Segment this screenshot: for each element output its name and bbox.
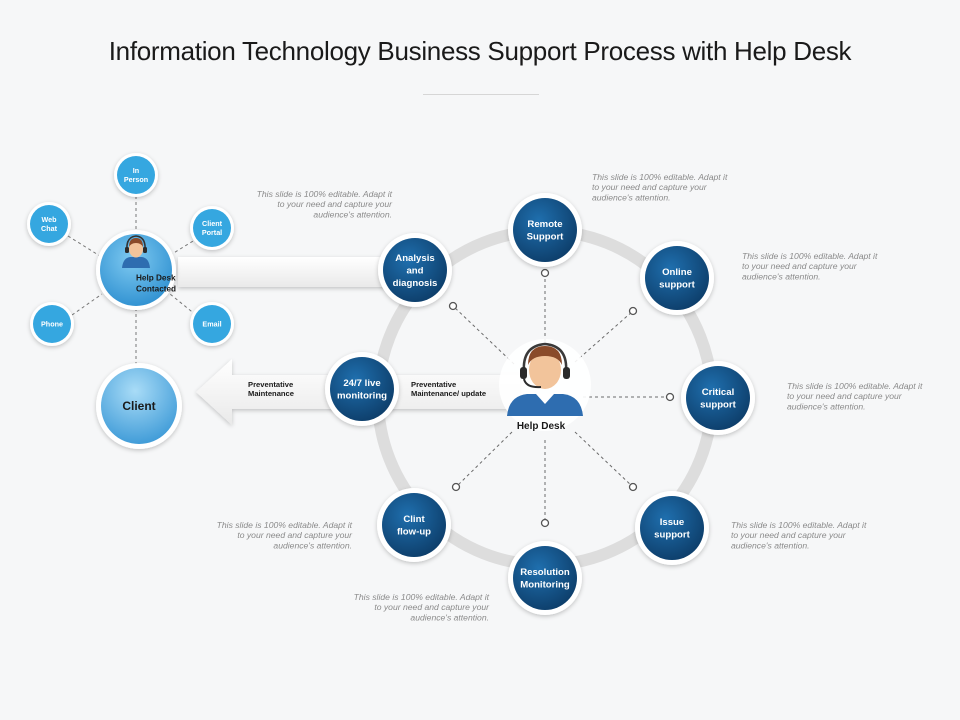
note-top-left-line-3: audience's attention. bbox=[313, 209, 392, 219]
note-right-issue-line-3: audience's attention. bbox=[731, 540, 810, 550]
note-right-issue: This slide is 100% editable. Adapt itto … bbox=[731, 520, 867, 550]
ring-node-clint-label-line-1: Clint bbox=[403, 514, 425, 525]
channel-in-person-label-line-1: In bbox=[133, 166, 139, 175]
note-top-center-line-2: to your need and capture your bbox=[592, 182, 708, 192]
channel-phone-label-line-1: Phone bbox=[41, 320, 63, 329]
ring-node-analysis-label-line-3: diagnosis bbox=[393, 278, 438, 289]
ring-node-analysis-label-line-2: and bbox=[406, 265, 423, 276]
spokes bbox=[452, 273, 670, 523]
spoke-endpoints bbox=[448, 268, 675, 528]
hub-label-line-1: Help Desk bbox=[136, 273, 176, 282]
channel-phone: Phone bbox=[30, 302, 74, 346]
note-bottom: This slide is 100% editable. Adapt itto … bbox=[354, 592, 490, 622]
note-left-clint-line-2: to your need and capture your bbox=[237, 530, 353, 540]
channel-in-person-label-line-2: Person bbox=[124, 175, 148, 184]
page-title: Information Technology Business Support … bbox=[108, 36, 852, 66]
help-desk-label: Help Desk bbox=[517, 421, 566, 432]
channel-web-chat-label-line-2: Chat bbox=[41, 224, 58, 233]
note-right-online-line-2: to your need and capture your bbox=[742, 261, 858, 271]
ring-node-critical-label-line-1: Critical bbox=[702, 387, 735, 398]
ring-node-monitoring-label-line-2: monitoring bbox=[337, 391, 387, 402]
channel-web-chat-label-line-1: Web bbox=[41, 215, 57, 224]
note-right-critical-line-1: This slide is 100% editable. Adapt it bbox=[787, 381, 923, 391]
ring-node-monitoring-label-line-1: 24/7 live bbox=[343, 378, 380, 389]
title-divider bbox=[423, 94, 539, 95]
note-right-critical-line-2: to your need and capture your bbox=[787, 391, 903, 401]
note-bottom-line-1: This slide is 100% editable. Adapt it bbox=[354, 592, 490, 602]
help-desk-person-icon bbox=[507, 342, 583, 416]
note-left-clint-line-3: audience's attention. bbox=[273, 540, 352, 550]
note-right-issue-line-2: to your need and capture your bbox=[731, 530, 847, 540]
note-bottom-line-2: to your need and capture your bbox=[374, 602, 490, 612]
ring-node-analysis-label-line-1: Analysis bbox=[395, 253, 434, 264]
ring-node-critical-label-line-2: support bbox=[700, 400, 737, 411]
note-top-center: This slide is 100% editable. Adapt itto … bbox=[592, 172, 728, 202]
ring-node-online-label-line-2: support bbox=[659, 280, 696, 291]
arrow-label-right-1: Preventative bbox=[411, 380, 456, 389]
note-top-center-line-1: This slide is 100% editable. Adapt it bbox=[592, 172, 728, 182]
help-desk-center: Help Desk bbox=[499, 339, 591, 432]
channel-client-portal-label-line-2: Portal bbox=[202, 228, 222, 237]
ring-node-online-label-line-1: Online bbox=[662, 267, 692, 278]
ring-node-clint: Clint flow-up bbox=[377, 488, 451, 562]
note-right-critical-line-3: audience's attention. bbox=[787, 401, 866, 411]
note-left-clint: This slide is 100% editable. Adapt itto … bbox=[217, 520, 353, 550]
note-left-clint-line-1: This slide is 100% editable. Adapt it bbox=[217, 520, 353, 530]
ring-node-issue-label-line-2: support bbox=[654, 530, 691, 541]
note-right-online-line-3: audience's attention. bbox=[742, 271, 821, 281]
note-top-left: This slide is 100% editable. Adapt itto … bbox=[257, 189, 393, 219]
note-right-critical: This slide is 100% editable. Adapt itto … bbox=[787, 381, 923, 411]
contact-links bbox=[67, 196, 199, 368]
arrow-label-left-2: Maintenance bbox=[248, 389, 294, 398]
note-top-left-line-2: to your need and capture your bbox=[277, 199, 393, 209]
ring-node-issue-label-line-1: Issue bbox=[660, 517, 685, 528]
channel-email: Email bbox=[190, 302, 234, 346]
ring-node-clint-label-line-2: flow-up bbox=[397, 527, 431, 538]
arrow-hub-to-analysis bbox=[178, 257, 392, 287]
client-node: Client bbox=[96, 363, 182, 449]
hub-label-line-2: Contacted bbox=[136, 284, 176, 293]
ring-node-remote-label-line-1: Remote bbox=[527, 219, 562, 230]
ring-node-issue: Issue support bbox=[635, 491, 709, 565]
client-label: Client bbox=[122, 399, 155, 413]
ring-node-critical: Critical support bbox=[681, 361, 755, 435]
ring-node-monitoring: 24/7 live monitoring bbox=[325, 352, 399, 426]
arrow-label-right-2: Maintenance/ update bbox=[411, 389, 486, 398]
channel-client-portal-label-line-1: Client bbox=[202, 219, 223, 228]
note-right-issue-line-1: This slide is 100% editable. Adapt it bbox=[731, 520, 867, 530]
ring-node-online: Online support bbox=[640, 241, 714, 315]
note-top-left-line-1: This slide is 100% editable. Adapt it bbox=[257, 189, 393, 199]
hub-person-icon bbox=[122, 235, 150, 268]
ring-node-resolution-label-line-1: Resolution bbox=[520, 567, 570, 578]
note-top-center-line-3: audience's attention. bbox=[592, 192, 671, 202]
note-right-online-line-1: This slide is 100% editable. Adapt it bbox=[742, 251, 878, 261]
note-bottom-line-3: audience's attention. bbox=[410, 612, 489, 622]
ring-node-remote-label-line-2: Support bbox=[527, 232, 565, 243]
channel-email-label-line-1: Email bbox=[202, 320, 221, 329]
ring-node-resolution-label-line-2: Monitoring bbox=[520, 580, 570, 591]
arrow-label-left-1: Preventative bbox=[248, 380, 293, 389]
note-right-online: This slide is 100% editable. Adapt itto … bbox=[742, 251, 878, 281]
